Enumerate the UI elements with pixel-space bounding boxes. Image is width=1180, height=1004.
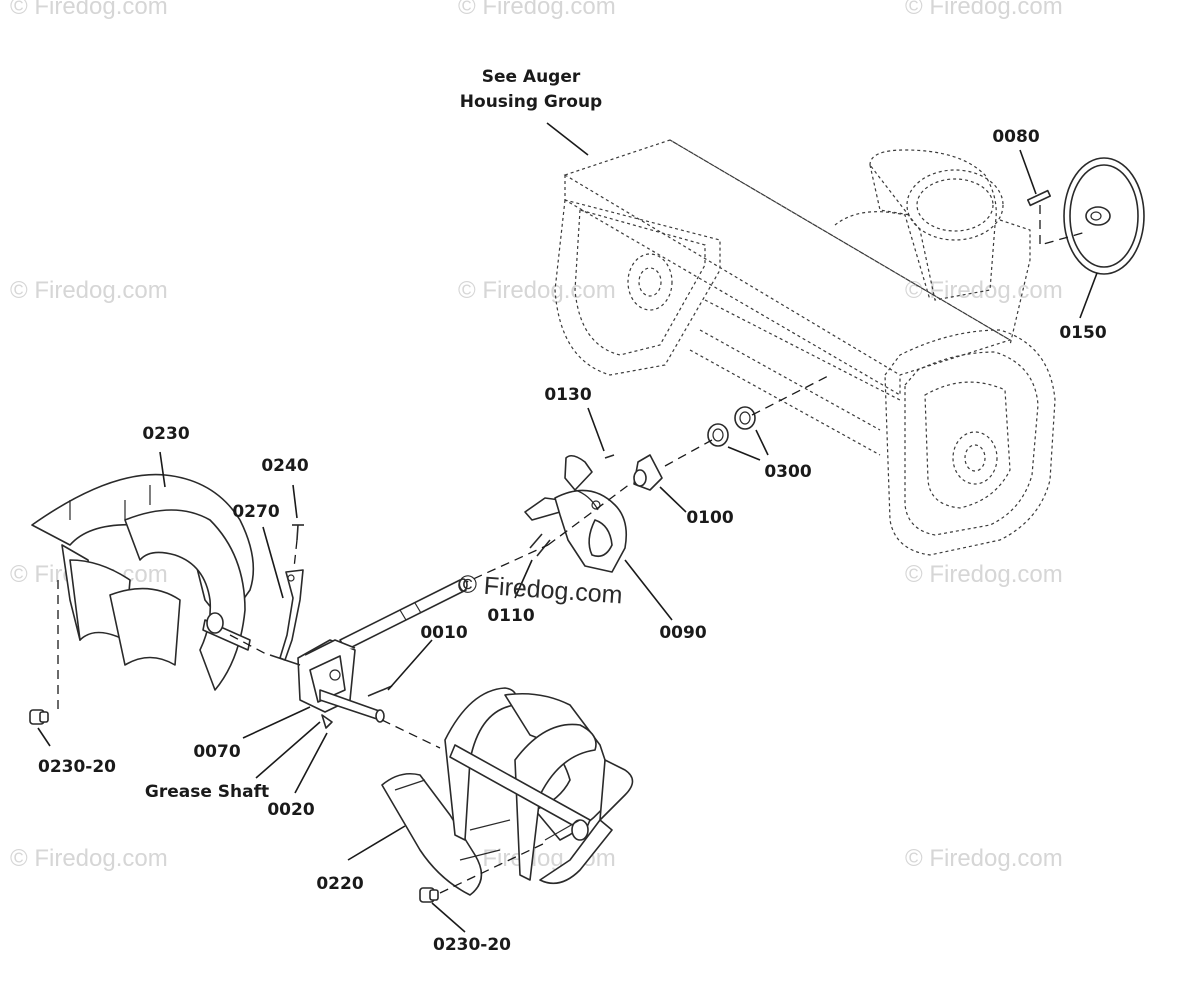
key-0080 <box>1026 189 1052 207</box>
auger-housing <box>554 139 1056 556</box>
watermark: © Firedog.com <box>458 277 616 304</box>
impeller-0090 <box>524 454 628 573</box>
watermark: © Firedog.com <box>905 561 1063 588</box>
auger-0220 <box>381 687 634 896</box>
callout-0070: 0070 <box>193 742 240 762</box>
shear-pin-0010 <box>367 685 393 697</box>
housing-note-line2: Housing Group <box>460 92 602 112</box>
bolts-0110 <box>529 533 551 557</box>
callout-0080: 0080 <box>992 127 1039 147</box>
grease-fitting-0020 <box>321 714 333 729</box>
callout-0220: 0220 <box>316 874 363 894</box>
callout-0020: 0020 <box>267 800 314 820</box>
callout-0230-20-left: 0230-20 <box>38 757 116 777</box>
watermark: © Firedog.com <box>10 845 168 872</box>
center-watermark: © Firedog.com <box>458 570 624 609</box>
watermark: © Firedog.com <box>10 0 168 20</box>
callout-0100: 0100 <box>686 508 733 528</box>
gearbox-0070 <box>269 639 385 723</box>
housing-note-line1: See Auger <box>482 67 581 87</box>
callout-0240: 0240 <box>261 456 308 476</box>
screw-0240 <box>292 524 304 569</box>
callout-0150: 0150 <box>1059 323 1106 343</box>
callouts: See Auger Housing Group 0080 0150 0130 0… <box>38 67 1107 955</box>
callout-0090: 0090 <box>659 623 706 643</box>
callout-0130: 0130 <box>544 385 591 405</box>
watermark: © Firedog.com <box>458 0 616 20</box>
pin-0130 <box>604 454 615 459</box>
auger-0230 <box>31 473 255 691</box>
callout-0010: 0010 <box>420 623 467 643</box>
callout-0270: 0270 <box>232 502 279 522</box>
callout-0300: 0300 <box>764 462 811 482</box>
callout-grease-shaft: Grease Shaft <box>145 782 269 802</box>
washers-0300 <box>707 406 756 447</box>
bracket-0270 <box>279 569 304 661</box>
pulley-0150 <box>1063 157 1145 275</box>
callout-0110: 0110 <box>487 606 534 626</box>
watermark: © Firedog.com <box>10 277 168 304</box>
watermark: © Firedog.com <box>905 845 1063 872</box>
callout-0230: 0230 <box>142 424 189 444</box>
fitting-0230-20-left <box>29 709 49 725</box>
leader-lines <box>37 122 1098 933</box>
watermark: © Firedog.com <box>905 277 1063 304</box>
watermark: © Firedog.com <box>905 0 1063 20</box>
callout-0230-20-bottom: 0230-20 <box>433 935 511 955</box>
bearing-0100 <box>633 454 663 491</box>
fitting-0230-20-bottom <box>419 887 439 903</box>
